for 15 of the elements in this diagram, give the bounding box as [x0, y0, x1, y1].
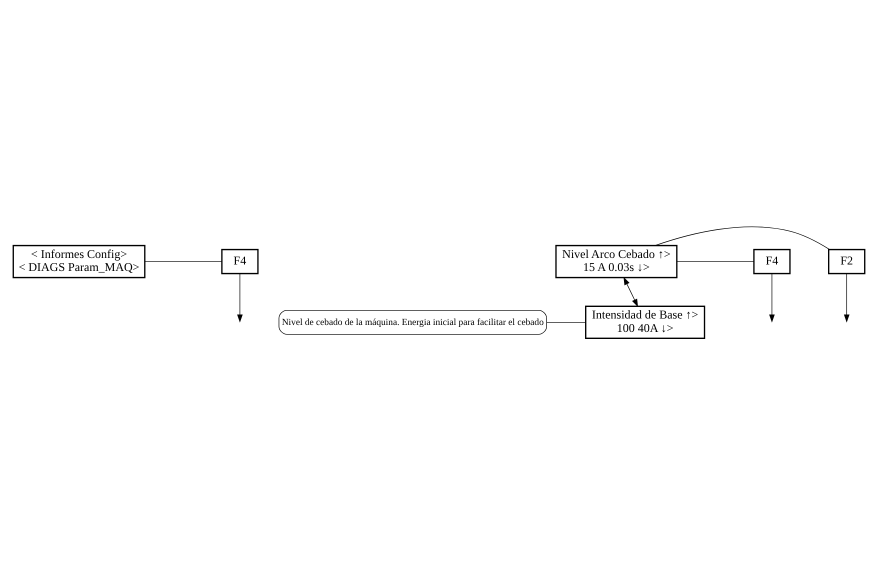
- connector: [655, 226, 830, 250]
- arrow: [237, 272, 243, 322]
- arrow: [769, 272, 775, 322]
- node-box: F4: [221, 248, 259, 274]
- node-box: Nivel de cebado de la máquina. Energia inicial para facilitar el cebado: [278, 309, 547, 334]
- node-box: F2: [828, 248, 866, 274]
- connector: [546, 321, 586, 322]
- node-box: Intensidad de Base ↑> 100 40A ↓>: [585, 305, 706, 338]
- arrow: [844, 272, 850, 322]
- node-box: Nivel Arco Cebado ↑> 15 A 0.03s ↓>: [555, 244, 678, 278]
- node-box: F4: [753, 248, 791, 274]
- connector: [144, 260, 222, 262]
- connector: [676, 260, 754, 262]
- arrow: [624, 276, 638, 307]
- node-box: < Informes Config> < DIAGS Param_MAQ>: [12, 244, 146, 278]
